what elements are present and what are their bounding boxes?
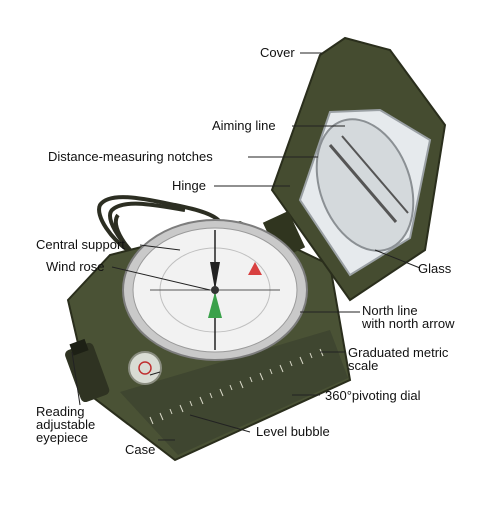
level-bubble (128, 351, 162, 385)
label-graduated-scale: Graduated metric scale (348, 346, 448, 372)
central-support (211, 286, 219, 294)
label-level-bubble: Level bubble (256, 424, 330, 439)
eyepiece (65, 338, 110, 403)
label-eyepiece-3: eyepiece (36, 430, 89, 445)
north-arrow (208, 292, 222, 318)
label-eyepiece: Reading adjustable eyepiece (36, 405, 95, 444)
label-graduated-1: Graduated metric (348, 345, 449, 360)
label-eyepiece-1: Reading (36, 404, 85, 419)
label-pivoting-dial: 360°pivoting dial (325, 388, 421, 403)
hinge (262, 210, 306, 260)
label-central-support: Central support (36, 237, 125, 252)
leader-lines (71, 52, 421, 441)
label-hinge: Hinge (172, 178, 206, 193)
label-distance-notches: Distance-measuring notches (48, 149, 213, 164)
label-north-line: North line with north arrow (362, 304, 454, 330)
label-wind-rose: Wind rose (46, 259, 105, 274)
label-north-line-1: North line (362, 303, 418, 318)
compass-cover (270, 36, 447, 302)
label-graduated-2: scale (348, 358, 379, 373)
compass-dial (122, 219, 308, 361)
label-eyepiece-2: adjustable (36, 417, 96, 432)
label-cover: Cover (260, 45, 295, 60)
label-case: Case (125, 442, 156, 457)
label-north-line-2: with north arrow (362, 316, 455, 331)
label-aiming-line: Aiming line (212, 118, 276, 133)
label-glass: Glass (418, 261, 452, 276)
